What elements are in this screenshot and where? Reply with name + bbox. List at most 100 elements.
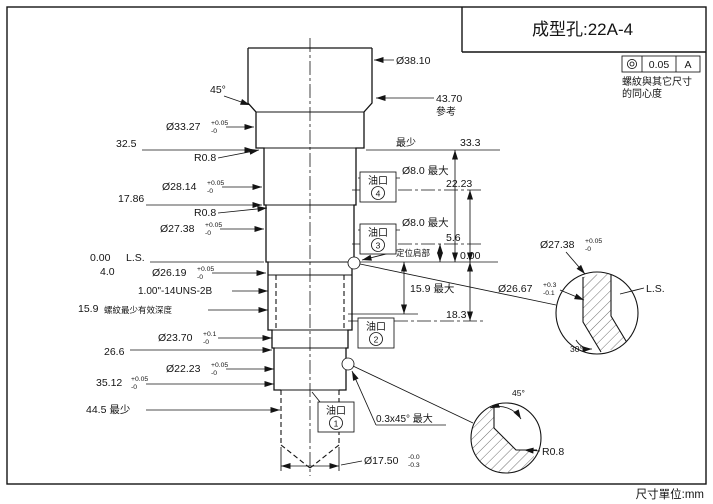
wall-profile xyxy=(582,272,630,353)
dim-value: Ø33.27 xyxy=(166,121,201,133)
leader-line xyxy=(559,289,585,301)
fcf-box xyxy=(621,55,701,73)
detail-dim-value: Ø27.38 xyxy=(540,239,575,251)
part-outline xyxy=(247,38,373,476)
dim-phi-22-23: Ø22.23 +0.05 -0 xyxy=(166,362,274,377)
tol-lower: -0 xyxy=(131,384,137,391)
detail-a-circle xyxy=(555,271,639,355)
dim-value: Ø8.0 最大 xyxy=(402,216,449,229)
detail-a-leader xyxy=(359,263,557,306)
dim-value: 15.9 xyxy=(78,303,99,315)
tol-lower: -0 xyxy=(211,370,217,377)
detail-b-leader xyxy=(352,365,474,424)
angle-label: 45° xyxy=(512,388,525,398)
dim-r08-lower: R0.8 xyxy=(194,205,268,219)
leader-line xyxy=(523,447,541,454)
thread-callout: 1.00"-14UNS-2B xyxy=(138,286,212,297)
title-block: 成型孔:22A-4 xyxy=(532,20,633,39)
tol-lower: -0 xyxy=(205,230,211,237)
balloon-shoulder xyxy=(347,256,361,270)
dim-43-70-ref: 43.70 參考 xyxy=(376,93,462,118)
dim-value: R0.8 xyxy=(194,152,216,164)
locating-shoulder-label: 定位肩部 xyxy=(396,248,431,258)
fcf-note-line1: 螺紋與其它尺寸 xyxy=(622,75,692,88)
dim-phi-33-27: Ø33.27 +0.05 -0 xyxy=(166,120,254,135)
tol-upper: +0.05 xyxy=(205,222,222,229)
tol-upper: -0.0 xyxy=(408,454,420,461)
oil-port-label: 油口 xyxy=(366,320,386,333)
dim-value: 44.5 最少 xyxy=(86,404,130,416)
dim-value: Ø23.70 xyxy=(158,332,193,344)
chamfer-45-label: 45° xyxy=(210,84,226,96)
leader-line xyxy=(217,148,260,159)
dim-phi-26-19: Ø26.19 +0.05 -0 xyxy=(152,266,266,281)
oil-port-4-flag: 油口 4 xyxy=(359,171,397,203)
dim-r08-upper: R0.8 xyxy=(194,148,260,164)
dim-value: 5.6 xyxy=(446,232,461,244)
oil-port-2-flag: 油口 2 xyxy=(357,317,395,349)
dim-18-3: 18.3 xyxy=(348,262,484,322)
dim-value: 43.70 xyxy=(436,93,462,105)
dim-value: 18.3 xyxy=(446,309,467,321)
circled-number-icon xyxy=(329,416,343,430)
dim-phi-27-38: Ø27.38 +0.05 -0 xyxy=(160,222,264,237)
tol-upper: +0.05 xyxy=(211,120,228,127)
tol-upper: +0.05 xyxy=(585,238,602,245)
detail-balloons xyxy=(341,256,557,424)
dim-22-23: 22.23 xyxy=(352,178,484,262)
leader-line xyxy=(619,287,645,295)
dim-17-86: 17.86 xyxy=(118,193,262,208)
dim-value: Ø22.23 xyxy=(166,363,201,375)
dim-44-5-min: 44.5 最少 xyxy=(86,404,280,416)
dim-chamfer-03x45: 0.3x45° 最大 xyxy=(351,370,446,426)
border-frame xyxy=(6,6,707,485)
left-dimensions: 45° Ø33.27 +0.05 -0 32.5 R0.8 Ø28.14 +0.… xyxy=(78,84,280,416)
dim-value: Ø8.0 最大 xyxy=(402,164,449,177)
dim-value: 17.86 xyxy=(118,193,144,205)
fcf-dividers xyxy=(641,56,677,72)
tol-upper: +0.05 xyxy=(207,180,224,187)
flag-box xyxy=(317,401,355,433)
tol-lower: -0 xyxy=(211,128,217,135)
circled-number-icon xyxy=(371,186,385,200)
dim-value: 32.5 xyxy=(116,138,137,150)
tol-lower: -0.3 xyxy=(408,462,420,469)
dim-value: Ø27.38 xyxy=(160,223,195,235)
port-number: 3 xyxy=(376,241,381,251)
oil-port-label: 油口 xyxy=(326,404,346,417)
hatch-area xyxy=(471,406,534,473)
dim-4-0: 4.0 xyxy=(100,266,115,278)
tol-upper: +0.05 xyxy=(197,266,214,273)
dim-value: 35.12 xyxy=(96,377,122,389)
dim-phi-17-50: Ø17.50 -0.0 -0.3 xyxy=(280,447,420,471)
dim-datum-right: 0.00 xyxy=(354,250,498,263)
angle-label: 30° xyxy=(570,344,583,354)
ls-label: L.S. xyxy=(646,283,665,295)
tol-upper: +0.05 xyxy=(211,362,228,369)
dim-value: R0.8 xyxy=(194,207,216,219)
dim-15-9-max: 15.9 最大 xyxy=(348,262,455,315)
tol-lower: -0 xyxy=(197,274,203,281)
tol-lower: -0 xyxy=(585,246,591,253)
dim-32-5: 32.5 xyxy=(116,138,254,153)
dim-phi-23-70: Ø23.70 +0.1 -0 xyxy=(158,331,272,346)
min-label: 最少 xyxy=(396,137,416,149)
dim-value: Ø28.14 xyxy=(162,181,197,193)
dim-value: 33.3 xyxy=(460,137,481,149)
dim-thread: 1.00"-14UNS-2B xyxy=(138,286,268,297)
fcf-note-line2: 的同心度 xyxy=(622,87,662,100)
angle-arc xyxy=(575,339,593,353)
dim-value: Ø26.19 xyxy=(152,267,187,279)
balloon-chamfer xyxy=(341,357,355,371)
angle-arc xyxy=(489,403,522,420)
hatch-area xyxy=(583,272,629,352)
dim-phi-38-10: Ø38.10 xyxy=(374,55,431,67)
dim-value: 22.23 xyxy=(446,178,472,190)
dim-datum-left: 0.00 L.S. xyxy=(90,252,264,264)
dim-value: Ø38.10 xyxy=(396,55,431,67)
detail-view-a: Ø27.38 +0.05 -0 Ø26.67 +0.3 -0.1 L.S. 30… xyxy=(498,238,665,355)
tolerance-frame: 0.05 A 螺紋與其它尺寸 的同心度 xyxy=(621,55,701,100)
unit-note: 尺寸單位:mm xyxy=(636,487,704,501)
dim-phi-28-14: Ø28.14 +0.05 -0 xyxy=(162,180,262,195)
radius-label: R0.8 xyxy=(542,446,564,458)
